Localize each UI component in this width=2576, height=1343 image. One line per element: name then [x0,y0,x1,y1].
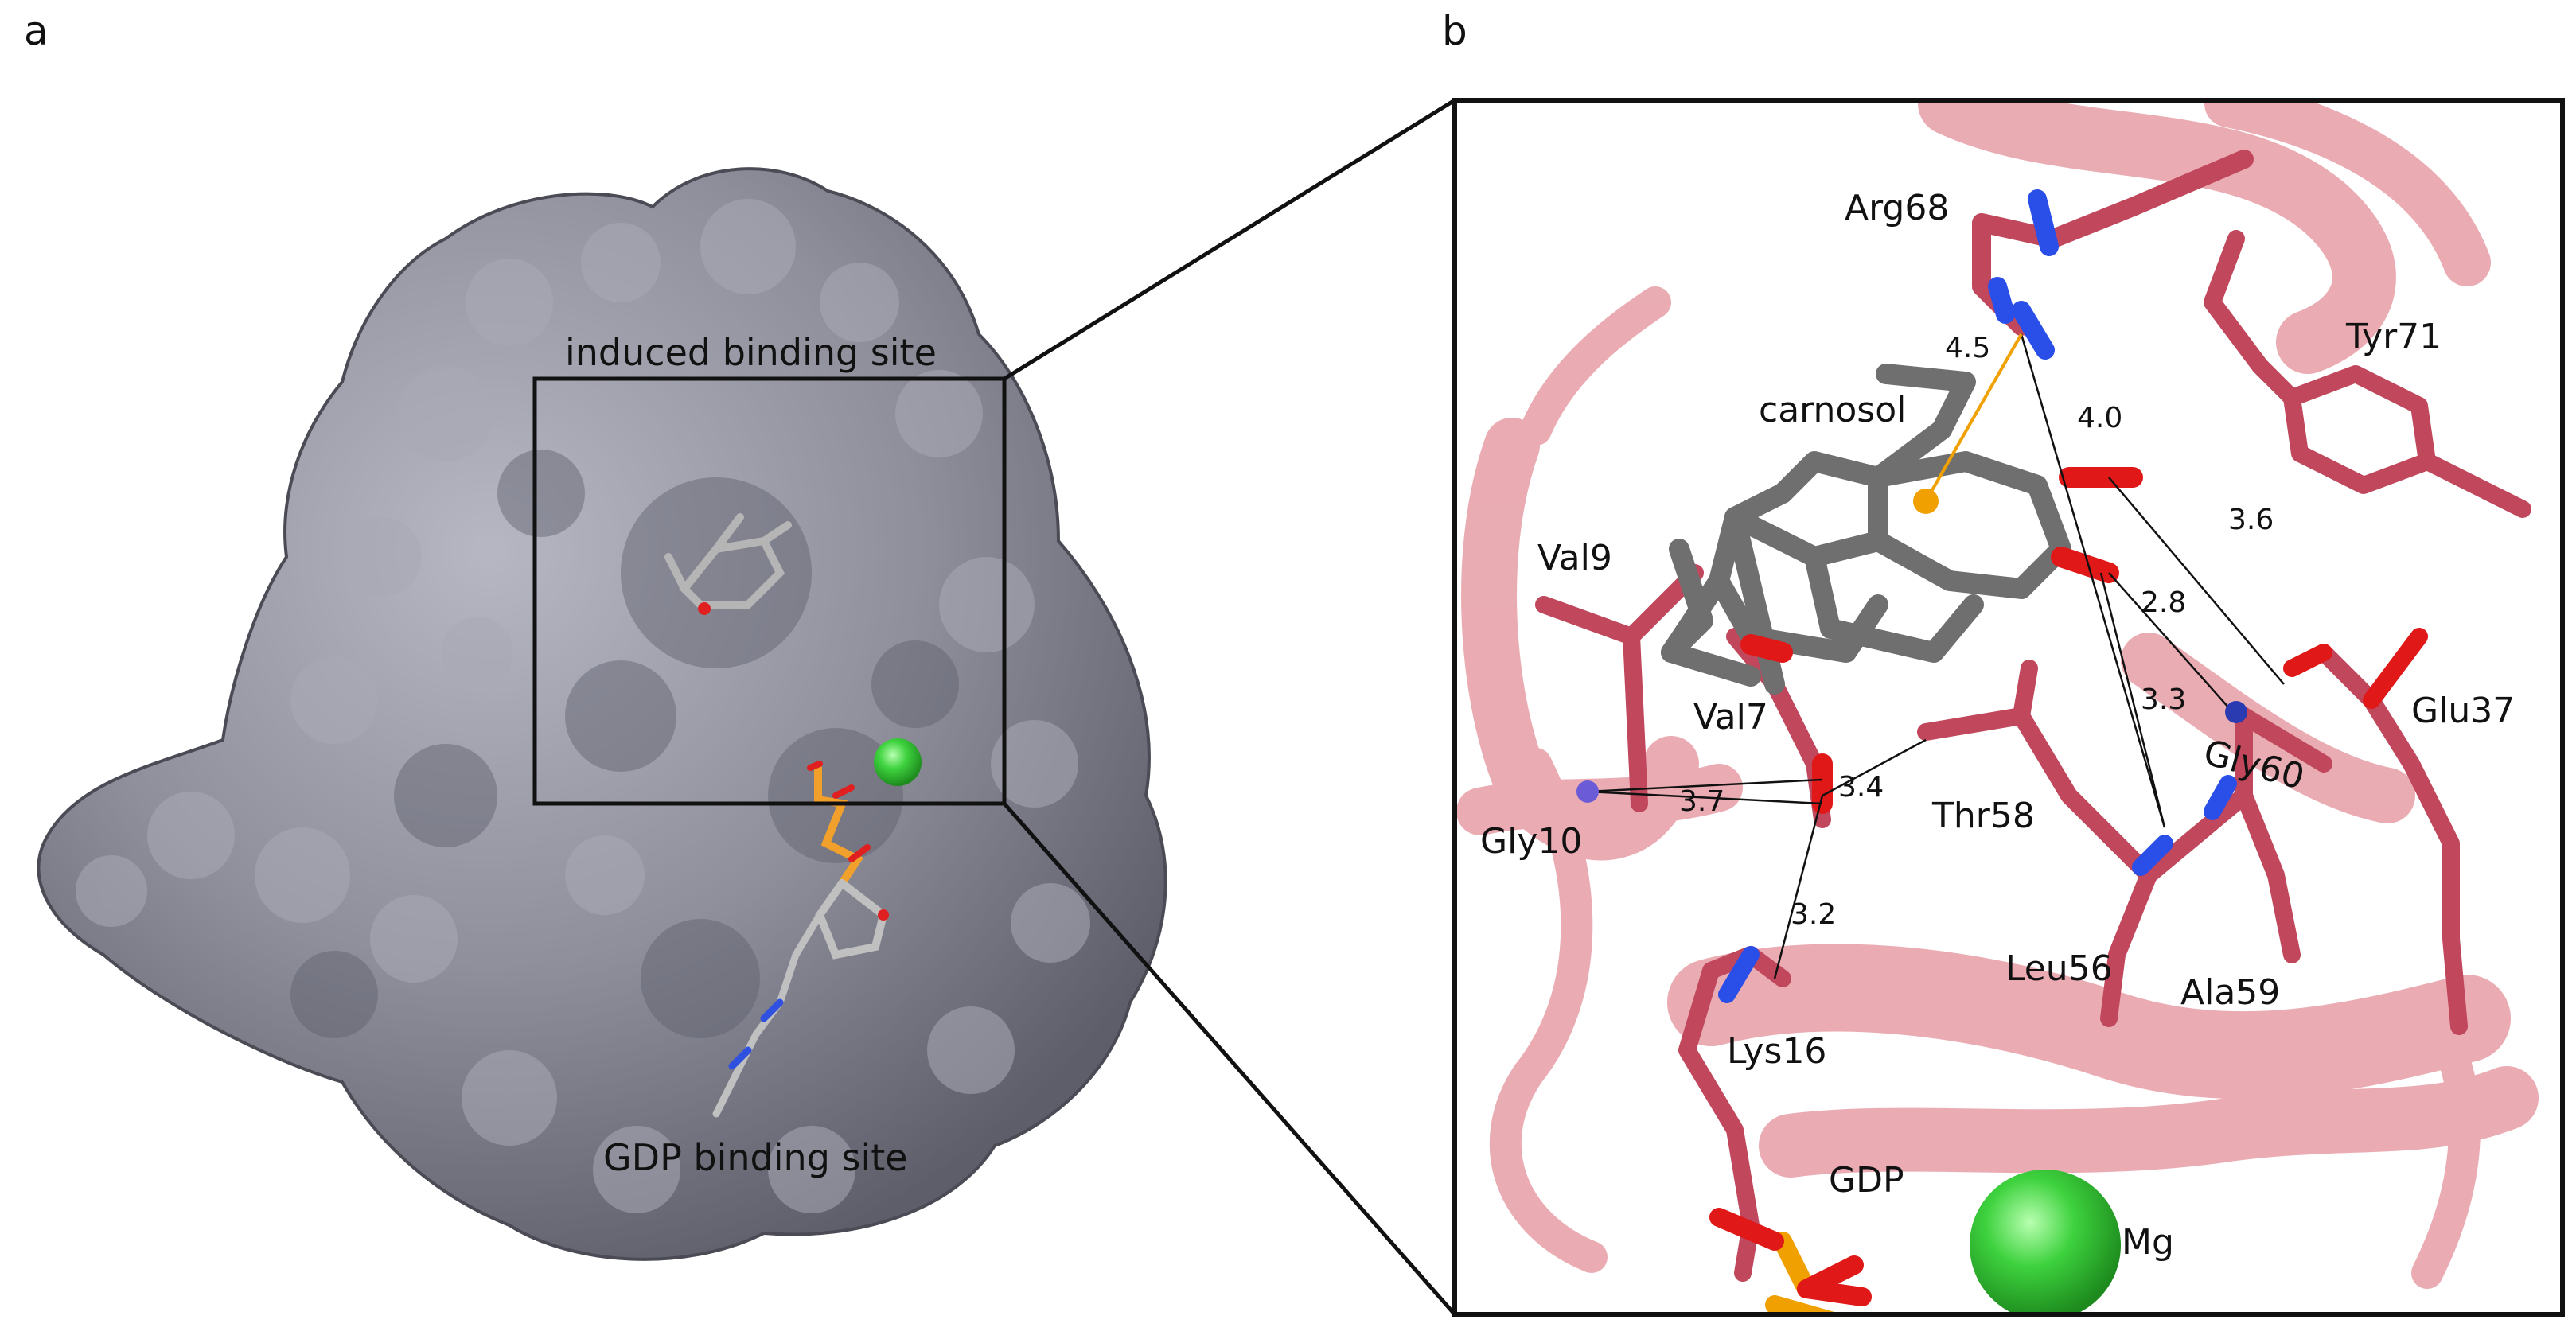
panel-b-letter: b [1442,8,1467,54]
protein-surface [37,167,1167,1261]
carnosol-small [664,513,792,615]
distance-4-0: 4.0 [2077,402,2123,434]
distance-3-4: 3.4 [1838,771,1884,804]
arg68-sticks [1972,150,2254,360]
glu37-sticks [2283,628,2468,1035]
label-gly10: Gly10 [1480,821,1583,862]
label-val9: Val9 [1537,538,1612,578]
tyr71-sticks [2204,230,2531,518]
label-glu37: Glu37 [2411,691,2516,731]
distance-2-8: 2.8 [2141,586,2187,619]
label-carnosol: carnosol [1759,390,1907,430]
label-leu56: Leu56 [2005,948,2113,989]
backbone-nitrogens [2132,775,2237,876]
label-ala59: Ala59 [2180,972,2281,1013]
distance-lines [1587,333,2285,979]
gly10-atom [1576,780,1599,803]
label-val7: Val7 [1693,697,1768,738]
distance-3-2: 3.2 [1791,898,1837,931]
gdp-small [712,761,889,1118]
distance-3-3: 3.3 [2141,683,2187,716]
carnosol-sticks [1661,364,2071,695]
label-lys16: Lys16 [1727,1031,1827,1072]
induced-binding-site-label: induced binding site [565,331,937,374]
distance-3-6: 3.6 [2228,504,2274,536]
gdp-binding-site-label: GDP binding site [603,1136,908,1179]
gly60-atom [2225,701,2247,723]
distance-4-5: 4.5 [1945,332,1991,364]
carnosol-oxygens [1740,467,2143,814]
label-tyr71: Tyr71 [2346,317,2442,357]
distance-3-7: 3.7 [1679,785,1725,818]
zoom-box [532,376,1007,806]
label-mg: Mg [2122,1222,2174,1263]
label-thr58: Thr58 [1932,796,2035,836]
mg-ion [1970,1170,2121,1314]
val9-sticks [1535,564,1704,812]
panel-b-frame [1452,98,2565,1317]
connector-top [1003,98,1456,381]
panel-b-scene [1455,100,2562,1314]
connector-bottom [1003,802,1456,1316]
label-arg68: Arg68 [1845,188,1950,228]
label-gdp: GDP [1829,1160,1904,1201]
thr58-sticks [1917,660,2332,1027]
mg-ion-small [874,738,922,786]
hbond-line [1924,333,2023,502]
panel-a-letter: a [24,8,49,54]
